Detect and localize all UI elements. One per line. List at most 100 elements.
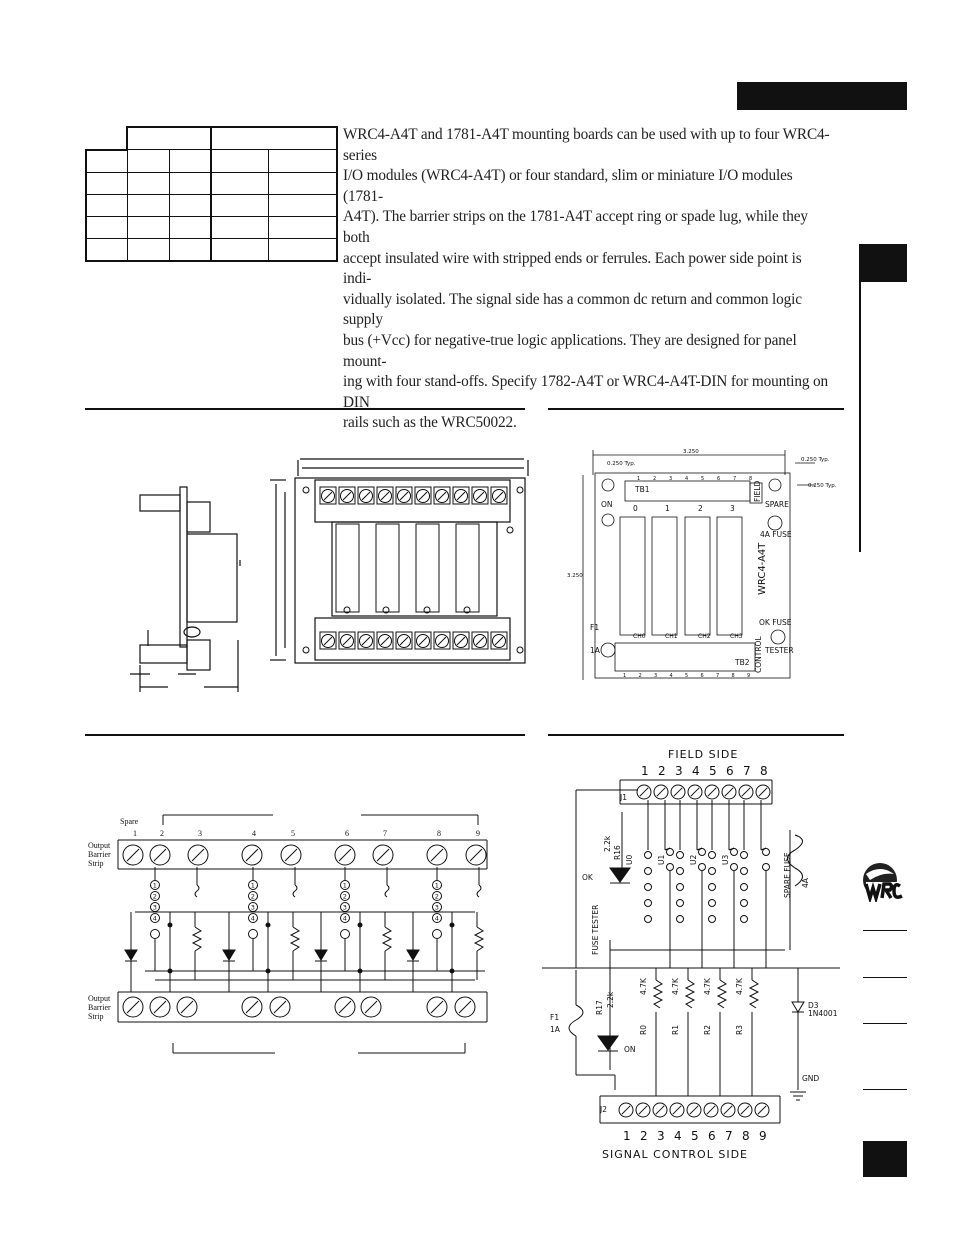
section-rule	[85, 408, 525, 410]
pin	[676, 867, 684, 875]
terminal-cell	[452, 486, 470, 505]
terminal-screw	[416, 489, 430, 503]
pin	[708, 851, 716, 859]
terminal-cell	[319, 631, 337, 650]
pin	[708, 867, 716, 875]
screw-slot	[180, 1000, 194, 1014]
terminal-number: 3	[198, 829, 202, 838]
screw-slot	[430, 1000, 444, 1014]
screw-slot	[338, 848, 352, 862]
channel-label: CH1	[665, 633, 678, 640]
terminal-number: 6	[717, 476, 720, 482]
terminal-cell	[395, 486, 413, 505]
terminal-number: 1	[637, 476, 640, 482]
terminal-screw	[720, 1102, 736, 1118]
terminal-screw	[241, 996, 263, 1018]
terminal-screw	[426, 996, 448, 1018]
pin-number: 2	[343, 893, 347, 901]
signal-terminal-number: 8	[742, 1129, 750, 1143]
intro-line: bus (+Vcc) for negative-true logic appli…	[343, 331, 797, 370]
field-terminal-number: 6	[726, 764, 734, 778]
terminal-number: 7	[733, 476, 736, 482]
led	[406, 949, 420, 961]
screw-slot	[342, 636, 352, 646]
terminal-number: 8	[732, 673, 735, 679]
channel-label: U3	[721, 855, 730, 865]
terminal-cell	[414, 631, 432, 650]
fuse-label: F1	[550, 1013, 559, 1022]
terminal-screw	[334, 996, 356, 1018]
resistor-value: 4.7K	[671, 977, 680, 995]
margin-rule	[863, 1089, 907, 1090]
side-view-part	[139, 644, 188, 664]
channel-label: 3	[730, 504, 735, 513]
resistor-value: 4.7K	[735, 977, 744, 995]
board-label: TB1	[634, 485, 650, 494]
margin-rule	[863, 977, 907, 978]
led	[314, 949, 328, 961]
page-number-tab	[863, 1141, 907, 1177]
terminal-screw	[669, 1102, 685, 1118]
pin	[644, 851, 652, 859]
pin-number: 3	[435, 904, 439, 912]
signal-side-label: SIGNAL CONTROL SIDE	[602, 1148, 748, 1161]
screw-slot	[437, 636, 447, 646]
strip-label: Strip	[88, 1012, 104, 1021]
screw-slot	[153, 848, 167, 862]
pin	[666, 848, 674, 856]
module-pin	[248, 913, 258, 923]
pin	[740, 883, 748, 891]
screw-slot	[723, 1105, 733, 1115]
pin-number: 1	[435, 882, 439, 890]
resistor	[716, 979, 728, 1009]
pin	[740, 915, 748, 923]
pin-number: 4	[343, 915, 347, 923]
screw-slot	[689, 1105, 699, 1115]
wire	[728, 847, 735, 851]
pin-number: 2	[435, 893, 439, 901]
pin-number: 4	[251, 915, 255, 923]
diode-label: D3	[808, 1001, 819, 1010]
module-pin	[432, 891, 442, 901]
wire	[664, 847, 671, 851]
fuse-value: 1A	[550, 1025, 561, 1034]
screw-slot	[342, 491, 352, 501]
pin	[708, 915, 716, 923]
screw-slot	[153, 1000, 167, 1014]
side-view-part	[186, 533, 238, 623]
terminal-screw	[269, 996, 291, 1018]
section-rule	[548, 408, 844, 410]
resistor	[289, 926, 301, 952]
channel-label: U2	[689, 855, 698, 865]
channel-label: U0	[625, 855, 634, 865]
module-pin	[248, 891, 258, 901]
terminal-screw	[321, 634, 335, 648]
terminal-screw	[755, 784, 771, 800]
terminal-number: 5	[291, 829, 295, 838]
terminal-screw	[704, 784, 720, 800]
terminal-screw	[636, 784, 652, 800]
terminal-cell	[395, 631, 413, 650]
module-pin	[150, 891, 160, 901]
section-rule	[85, 734, 525, 736]
pin	[676, 851, 684, 859]
terminal-screw	[241, 844, 263, 866]
terminal-screw	[738, 784, 754, 800]
screw-slot	[673, 787, 683, 797]
board-label: TB2	[734, 658, 750, 667]
pin	[644, 883, 652, 891]
field-terminal-number: 2	[658, 764, 666, 778]
terminal-number: 8	[749, 476, 752, 482]
screw-slot	[399, 636, 409, 646]
resistor-label: R3	[735, 1025, 744, 1035]
terminal-screw	[334, 844, 356, 866]
resistor-label: R0	[639, 1025, 648, 1035]
board-label: FIELD	[753, 481, 762, 502]
board-label: CONTROL	[754, 636, 763, 673]
wrc-logo	[863, 863, 908, 902]
screw-slot	[741, 787, 751, 797]
diode-part: 1N4001	[808, 1009, 838, 1018]
side-view-part	[179, 486, 188, 648]
pin-number: 1	[343, 882, 347, 890]
screw-slot	[706, 1105, 716, 1115]
